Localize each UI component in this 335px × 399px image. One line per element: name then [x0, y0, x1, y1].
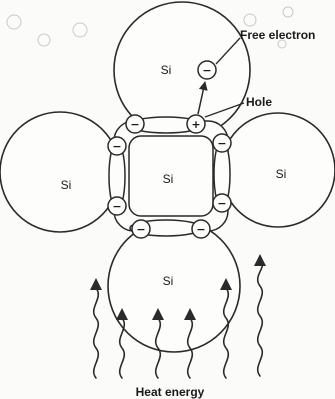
hole-marker: +	[187, 115, 205, 133]
svg-text:−: −	[217, 137, 226, 150]
bond-electron-left-bottom: −	[108, 197, 126, 215]
svg-text:−: −	[130, 118, 139, 131]
si-label-top: Si	[161, 63, 172, 77]
bond-electron-right-top: −	[213, 134, 231, 152]
si-atom-left	[0, 112, 120, 232]
heat-wave-1	[94, 286, 99, 378]
svg-text:−: −	[112, 140, 121, 153]
svg-text:−: −	[217, 197, 226, 210]
heat-arrowhead-6	[254, 254, 266, 266]
bond-electron-top-left: −	[126, 115, 144, 133]
free-electron-label: Free electron	[240, 28, 315, 42]
bond-electron-right-bottom: −	[213, 194, 231, 212]
svg-text:−: −	[112, 200, 121, 213]
bond-electron-bottom-left: −	[132, 220, 150, 238]
svg-text:−: −	[136, 223, 145, 236]
si-label-left: Si	[61, 178, 72, 192]
heat-wave-6	[258, 262, 263, 376]
si-label-bottom: Si	[163, 274, 174, 288]
svg-text:−: −	[196, 223, 205, 236]
bond-electron-left-top: −	[108, 137, 126, 155]
svg-text:+: +	[191, 118, 200, 131]
hole-label: Hole	[246, 95, 272, 109]
svg-text:−: −	[202, 64, 211, 77]
si-label-center: Si	[163, 172, 174, 186]
free-electron-marker: −	[198, 61, 216, 79]
heat-arrowhead-1	[90, 278, 102, 290]
si-label-right: Si	[276, 167, 287, 181]
si-atom-bottom	[108, 220, 240, 352]
heat-energy-label: Heat energy	[136, 385, 205, 399]
bond-electron-bottom-right: −	[192, 220, 210, 238]
